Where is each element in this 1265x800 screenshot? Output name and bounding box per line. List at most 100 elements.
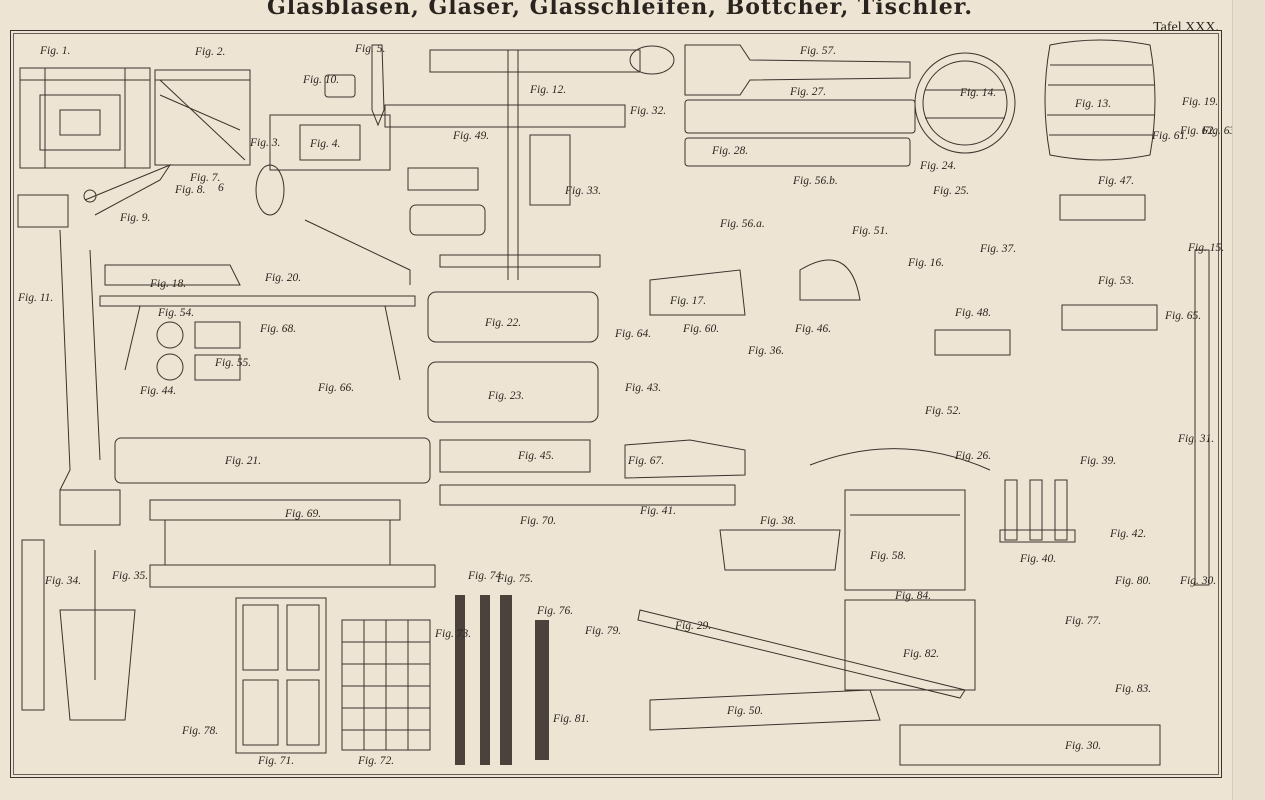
label-fig-53: Fig. 53. xyxy=(1098,275,1135,287)
fig-33-drawing xyxy=(529,134,571,206)
fig-5-drawing xyxy=(371,44,385,127)
label-fig-39: Fig. 39. xyxy=(1080,455,1117,467)
fig-2-drawing xyxy=(154,69,251,166)
fig-30-drawing xyxy=(899,724,1161,766)
fig-50-drawing xyxy=(649,689,881,731)
fig-45-drawing xyxy=(439,439,591,473)
label-fig-42: Fig. 42. xyxy=(1110,528,1147,540)
label-fig-76: Fig. 76. xyxy=(537,605,574,617)
label-fig-2: Fig. 2. xyxy=(195,46,226,58)
label-fig-79: Fig. 79. xyxy=(585,625,622,637)
label-fig-49: Fig. 49. xyxy=(453,130,490,142)
plate-title: Glasblasen, Glaser, Glasschleifen, Böttc… xyxy=(267,0,973,20)
fig-82-drawing xyxy=(844,599,976,691)
plate-number: Tafel XXX. xyxy=(1153,20,1219,35)
fig-21-drawing xyxy=(114,437,431,484)
label-fig-72: Fig. 72. xyxy=(358,755,395,767)
label-fig-48: Fig. 48. xyxy=(955,307,992,319)
label-fig-67: Fig. 67. xyxy=(628,455,665,467)
label-fig-56b: Fig. 56.b. xyxy=(793,175,838,187)
label-fig-58: Fig. 58. xyxy=(870,550,907,562)
label-fig-77: Fig. 77. xyxy=(1065,615,1102,627)
fig-67-drawing xyxy=(624,439,746,479)
label-fig-80: Fig. 80. xyxy=(1115,575,1152,587)
label-fig-30-bottom: Fig. 30. xyxy=(1065,740,1102,752)
label-fig-81: Fig. 81. xyxy=(553,713,590,725)
fig-axe-blade xyxy=(799,259,861,301)
label-fig-28: Fig. 28. xyxy=(712,145,749,157)
plate-inner-frame xyxy=(13,33,1219,775)
label-fig-68: Fig. 68. xyxy=(260,323,297,335)
fig-10-drawing xyxy=(324,74,356,98)
label-fig-33: Fig. 33. xyxy=(565,185,602,197)
fig-74-76-drawing xyxy=(455,595,549,765)
label-fig-73: Fig. 73. xyxy=(435,628,472,640)
fig-34-35-drawing xyxy=(21,539,136,721)
fig-14-drawing xyxy=(914,52,1016,154)
label-fig-65: Fig. 65. xyxy=(1165,310,1202,322)
label-fig-47: Fig. 47. xyxy=(1098,175,1135,187)
label-fig-40: Fig. 40. xyxy=(1020,553,1057,565)
label-fig-34: Fig. 34. xyxy=(45,575,82,587)
fig-48-drawing xyxy=(934,329,1011,356)
label-fig-54: Fig. 54. xyxy=(158,307,195,319)
label-fig-1: Fig. 1. xyxy=(40,45,71,57)
label-fig-84: Fig. 84. xyxy=(895,590,932,602)
label-fig-44: Fig. 44. xyxy=(140,385,177,397)
label-fig-60: Fig. 60. xyxy=(683,323,720,335)
label-fig-41: Fig. 41. xyxy=(640,505,677,517)
label-fig-19: Fig. 19. xyxy=(1182,96,1219,108)
label-fig-64: Fig. 64. xyxy=(615,328,652,340)
label-fig-6: 6 xyxy=(218,182,224,194)
label-fig-10: Fig. 10. xyxy=(303,74,340,86)
label-fig-31: Fig. 31. xyxy=(1178,433,1215,445)
label-fig-61: Fig. 61. xyxy=(1152,130,1189,142)
label-fig-35: Fig. 35. xyxy=(112,570,149,582)
label-fig-23: Fig. 23. xyxy=(488,390,525,402)
label-fig-5: Fig. 5. xyxy=(355,43,386,55)
label-fig-82: Fig. 82. xyxy=(903,648,940,660)
fig-17-drawing xyxy=(649,269,746,316)
label-fig-57: Fig. 57. xyxy=(800,45,837,57)
label-fig-20: Fig. 20. xyxy=(265,272,302,284)
fig-4-drawing xyxy=(255,114,391,216)
label-fig-56a: Fig. 56.a. xyxy=(720,218,765,230)
fig-27-drawing xyxy=(684,99,916,134)
fig-57-drawing xyxy=(629,44,911,96)
label-fig-22: Fig. 22. xyxy=(485,317,522,329)
fig-58-drawing xyxy=(809,448,991,591)
label-fig-27: Fig. 27. xyxy=(790,86,827,98)
label-fig-3: Fig. 3. xyxy=(250,137,281,149)
fig-13-drawing xyxy=(1044,39,1156,161)
label-fig-29: Fig. 29. xyxy=(675,620,712,632)
label-fig-70: Fig. 70. xyxy=(520,515,557,527)
label-fig-38: Fig. 38. xyxy=(760,515,797,527)
label-fig-14: Fig. 14. xyxy=(960,87,997,99)
label-fig-15: Fig. 15. xyxy=(1188,242,1225,254)
fig-11-drawing xyxy=(17,163,172,526)
label-fig-18: Fig. 18. xyxy=(150,278,187,290)
label-fig-66: Fig. 66. xyxy=(318,382,355,394)
label-fig-52: Fig. 52. xyxy=(925,405,962,417)
fig-72-drawing xyxy=(341,619,431,751)
fig-38-drawing xyxy=(719,529,841,571)
label-fig-9: Fig. 9. xyxy=(120,212,151,224)
fig-1-drawing xyxy=(19,67,151,169)
label-fig-36: Fig. 36. xyxy=(748,345,785,357)
label-fig-51: Fig. 51. xyxy=(852,225,889,237)
fig-47-drawing xyxy=(1059,194,1146,221)
label-fig-62: Fig. 62. xyxy=(1180,125,1217,137)
label-fig-32: Fig. 32. xyxy=(630,105,667,117)
fig-54-55-drawing xyxy=(156,321,241,381)
label-fig-46: Fig. 46. xyxy=(795,323,832,335)
label-fig-75: Fig. 75. xyxy=(497,573,534,585)
label-fig-4: Fig. 4. xyxy=(310,138,341,150)
page-fold-edge xyxy=(1232,0,1265,800)
fig-15-drawing xyxy=(1194,249,1210,586)
fig-40-drawing xyxy=(999,479,1076,543)
label-fig-30: Fig. 30. xyxy=(1180,575,1217,587)
label-fig-63: Fig. 63. xyxy=(1202,125,1239,137)
label-fig-74: Fig. 74. xyxy=(468,570,505,582)
fig-70-drawing xyxy=(439,484,736,506)
